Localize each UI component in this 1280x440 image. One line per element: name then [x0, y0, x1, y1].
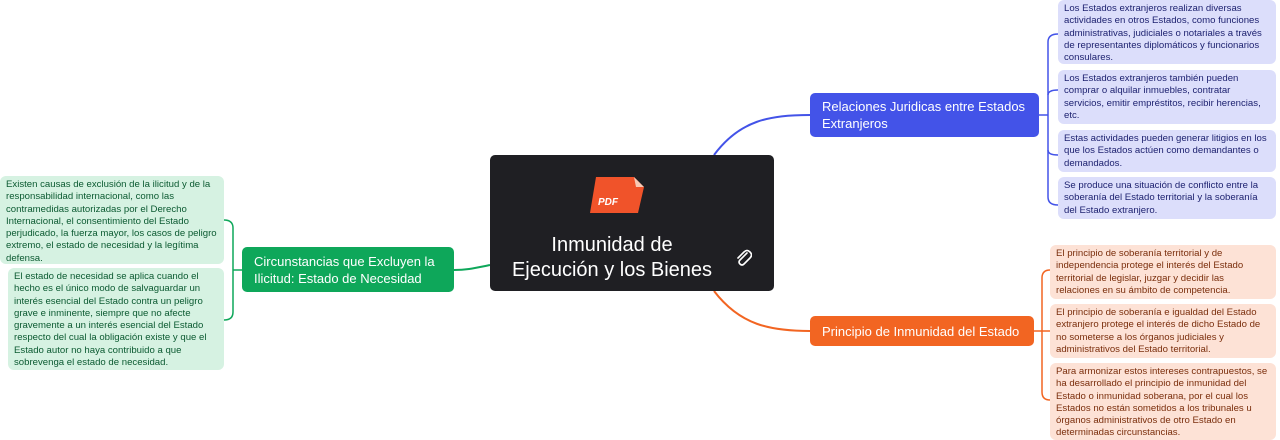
leaf-text: El principio de soberanía territorial y … — [1056, 248, 1244, 296]
branch-relaciones-juridicas[interactable]: Relaciones Juridicas entre Estados Extra… — [810, 93, 1039, 137]
leaf-circunstancias-2[interactable]: El estado de necesidad se aplica cuando … — [8, 268, 224, 370]
leaf-text: El estado de necesidad se aplica cuando … — [14, 271, 207, 369]
central-topic-node[interactable]: PDF Inmunidad de Ejecución y los Bienes — [490, 155, 774, 291]
branch-label: Circunstancias que Excluyen la Ilicitud:… — [254, 253, 435, 286]
leaf-text: Los Estados extranjeros realizan diversa… — [1064, 3, 1262, 64]
leaf-text: El principio de soberanía e igualdad del… — [1056, 307, 1261, 355]
leaf-text: Los Estados extranjeros también pueden c… — [1064, 73, 1261, 121]
branch-principio-inmunidad[interactable]: Principio de Inmunidad del Estado — [810, 316, 1034, 346]
svg-text:PDF: PDF — [598, 197, 619, 208]
leaf-circunstancias-1[interactable]: Existen causas de exclusión de la ilicit… — [0, 176, 224, 264]
central-title-line-2: Ejecución y los Bienes — [511, 259, 713, 281]
leaf-text: Para armonizar estos intereses contrapue… — [1056, 366, 1268, 439]
leaf-text: Existen causas de exclusión de la ilicit… — [6, 179, 217, 264]
leaf-text: Estas actividades pueden generar litigio… — [1064, 133, 1267, 169]
branch-circunstancias-ilicitud[interactable]: Circunstancias que Excluyen la Ilicitud:… — [242, 247, 454, 292]
leaf-principio-3[interactable]: Para armonizar estos intereses contrapue… — [1050, 363, 1276, 440]
central-title-line-1: Inmunidad de — [551, 234, 673, 256]
leaf-relaciones-2[interactable]: Los Estados extranjeros también pueden c… — [1058, 70, 1276, 124]
branch-label: Relaciones Juridicas entre Estados Extra… — [822, 99, 1026, 131]
central-topic-title: Inmunidad de Ejecución y los Bienes — [490, 233, 734, 283]
leaf-relaciones-3[interactable]: Estas actividades pueden generar litigio… — [1058, 130, 1276, 172]
leaf-principio-1[interactable]: El principio de soberanía territorial y … — [1050, 245, 1276, 299]
paperclip-icon[interactable] — [734, 247, 752, 267]
leaf-relaciones-4[interactable]: Se produce una situación de conflicto en… — [1058, 177, 1276, 219]
leaf-principio-2[interactable]: El principio de soberanía e igualdad del… — [1050, 304, 1276, 358]
pdf-icon[interactable]: PDF — [588, 175, 646, 215]
leaf-text: Se produce una situación de conflicto en… — [1064, 180, 1259, 216]
leaf-relaciones-1[interactable]: Los Estados extranjeros realizan diversa… — [1058, 0, 1276, 64]
branch-label: Principio de Inmunidad del Estado — [822, 323, 1020, 339]
